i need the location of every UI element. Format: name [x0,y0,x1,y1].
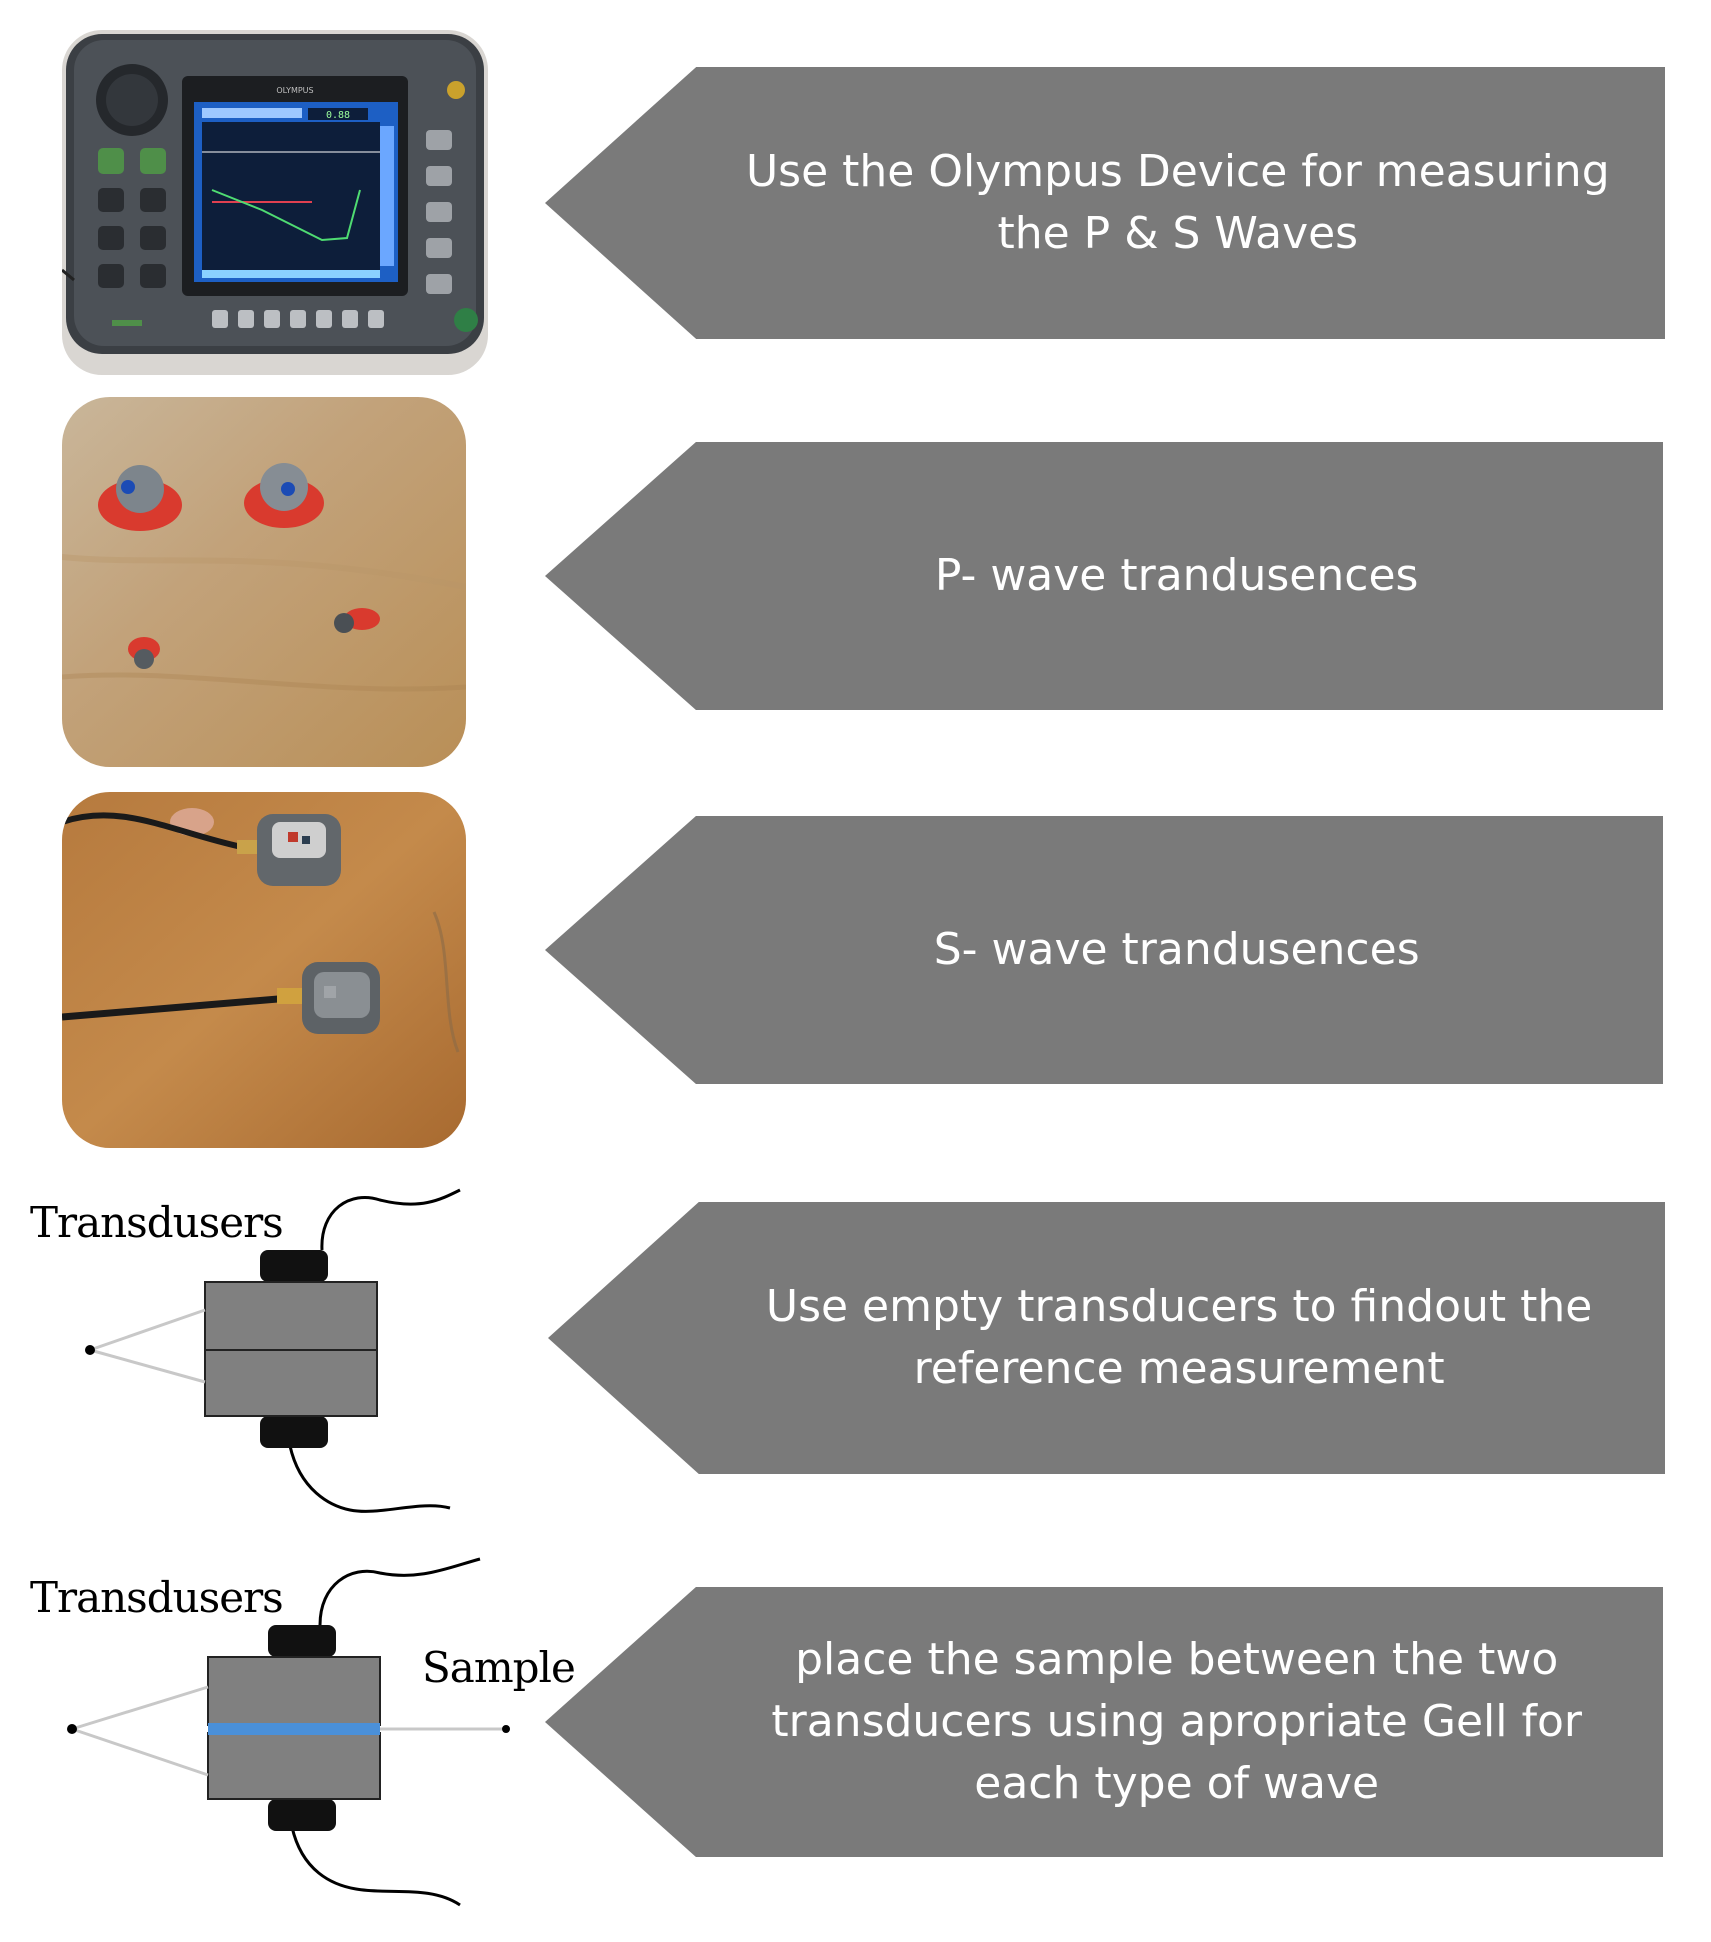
p-wave-transducers-photo [62,397,466,767]
sample-band [208,1723,380,1735]
empty-transducer-diagram: Transdusers [20,1170,480,1530]
bottom-cable [288,1445,451,1513]
step-1-text: Use the Olympus Device for measuring the… [745,146,1610,259]
top-transducer [268,1625,336,1657]
step-4: Transdusers Use empty transducers to fin… [0,1170,1711,1550]
device-brand: OLYMPUS [276,86,313,95]
top-cable [318,1557,481,1626]
transducers-label: Transdusers [30,1198,284,1247]
step-3: S- wave trandusences [0,780,1711,1160]
step-2-arrow: P- wave trandusences [545,442,1663,710]
step-2-text: P- wave trandusences [934,550,1419,601]
bottom-transducer [268,1799,336,1831]
transducers-label: Transdusers [30,1573,284,1622]
step-1: OLYMPUS 0.88 [0,0,1711,380]
step-3-arrow: S- wave trandusences [545,816,1663,1084]
step-5: Transdusers Sample place the sample betw… [0,1555,1711,1942]
step-4-text: Use empty transducers to findout the ref… [765,1281,1593,1394]
bottom-cable [290,1826,461,1907]
sample-label: Sample [422,1643,576,1692]
s-wave-transducers-photo [62,792,466,1148]
sample-transducer-diagram: Transdusers Sample [20,1555,576,1935]
step-2: P- wave trandusences [0,390,1711,770]
step-1-arrow: Use the Olympus Device for measuring the… [545,67,1665,339]
step-4-arrow: Use empty transducers to findout the ref… [548,1202,1665,1474]
olympus-device-photo: OLYMPUS 0.88 [62,30,488,375]
step-3-text: S- wave trandusences [933,924,1420,975]
top-transducer [260,1250,328,1282]
step-5-arrow: place the sample between the two transdu… [545,1587,1663,1857]
svg-text:0.88: 0.88 [326,110,350,121]
step-5-text: place the sample between the two transdu… [771,1634,1582,1809]
bottom-transducer [260,1416,328,1448]
top-cable [320,1188,461,1251]
